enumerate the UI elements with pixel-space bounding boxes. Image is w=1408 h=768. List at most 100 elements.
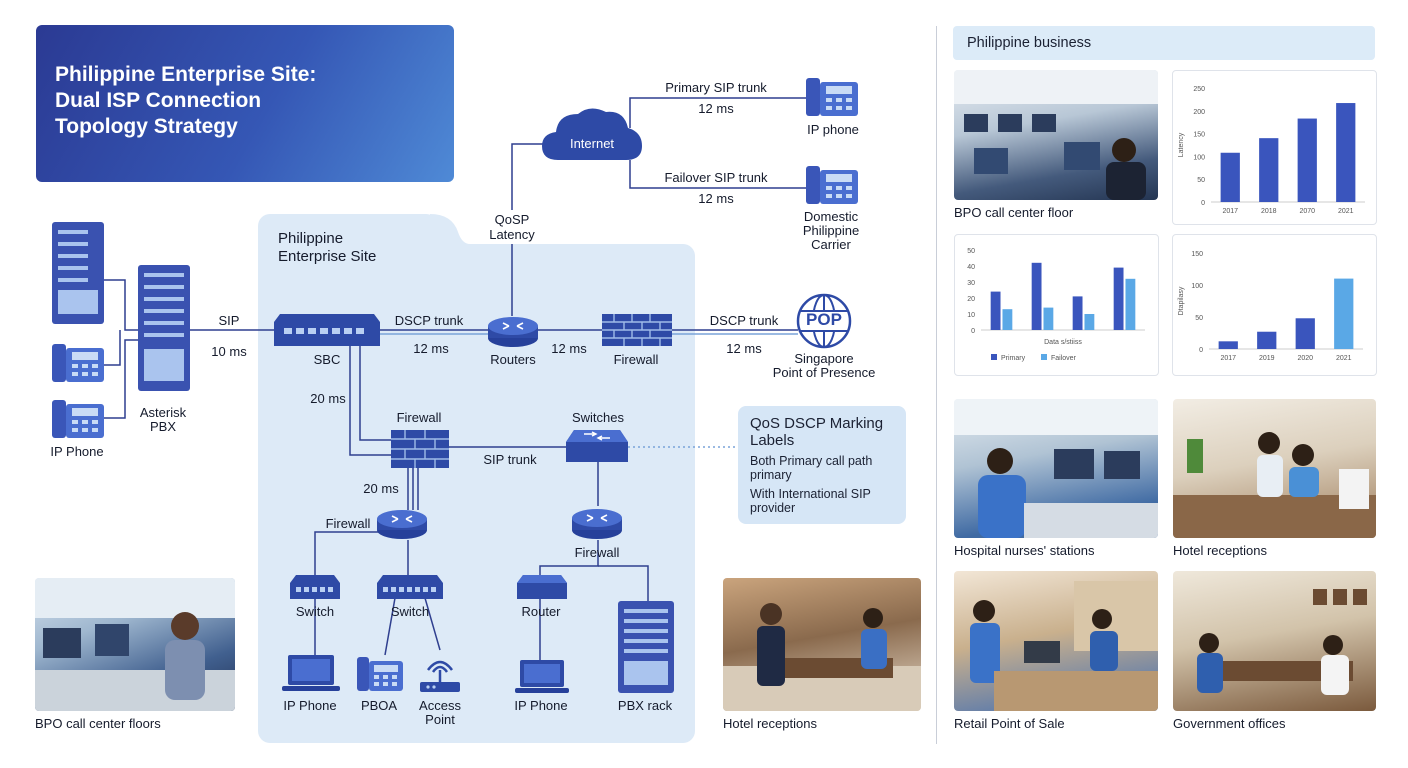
- latency-20ms-a: 20 ms: [310, 391, 346, 406]
- pop-label-line-2: Point of Presence: [772, 365, 876, 380]
- switch-b-label: Switch: [390, 604, 430, 619]
- switch-a-icon: [290, 575, 340, 599]
- chart-bar: [990, 291, 1001, 330]
- internet-cloud-icon: [542, 108, 642, 160]
- sbc-label: SBC: [313, 352, 341, 367]
- access-point-label-line-1: Access: [419, 698, 461, 713]
- y-tick-label: 40: [967, 264, 975, 271]
- x-axis-label: Data s/stiiss: [1044, 339, 1082, 346]
- chart-bar: [1125, 278, 1136, 330]
- y-tick-label: 50: [1197, 177, 1205, 184]
- x-tick-label: 2070: [1299, 208, 1315, 215]
- qos-latency-tag: [486, 210, 540, 244]
- x-tick-label: 2019: [1259, 355, 1275, 362]
- legend-swatch: [1041, 354, 1047, 360]
- carrier-label-line-3: Carrier: [811, 237, 851, 252]
- y-tick-label: 150: [1191, 251, 1203, 258]
- panel-divider: [936, 26, 937, 744]
- pop-icon-text: POP: [806, 310, 842, 329]
- hotel-right-caption: Hotel receptions: [1173, 543, 1267, 558]
- title-line-1: Philippine Enterprise Site:: [55, 63, 317, 86]
- y-tick-label: 250: [1193, 86, 1205, 93]
- pop-label-line-1: Singapore: [794, 351, 854, 366]
- retail-pos-photo: [954, 571, 1158, 711]
- qos-dscp-card: QoS DSCP Marking Labels Both Primary cal…: [738, 406, 906, 524]
- chart-bar: [1257, 331, 1277, 349]
- firewall-right-label: Firewall: [574, 545, 620, 560]
- sip-label: SIP: [218, 313, 240, 328]
- y-tick-label: 0: [1201, 200, 1205, 207]
- x-tick-label: 2017: [1222, 208, 1238, 215]
- left-phone-icon-1: [52, 344, 104, 382]
- y-axis-label: Latency: [1178, 132, 1185, 157]
- chart-bar: [1072, 296, 1083, 330]
- failover-trunk-label: Failover SIP trunk: [664, 170, 768, 185]
- internet-label: Internet: [569, 136, 615, 151]
- x-tick-label: 2020: [1297, 355, 1313, 362]
- pop-dscp-trunk-label: DSCP trunk: [709, 313, 779, 328]
- bpo-floors-caption: BPO call center floors: [35, 716, 161, 731]
- chart-bar: [1259, 138, 1279, 202]
- access-point-icon: [420, 660, 460, 692]
- right-panel-title: Philippine business: [967, 35, 1092, 51]
- pboa-phone-icon: [357, 657, 403, 691]
- qos-latency-line-2: Latency: [489, 227, 535, 242]
- pbx-rack-icon: [618, 601, 674, 693]
- primary-trunk-latency: 12 ms: [698, 101, 734, 116]
- bpo-call-center-caption: BPO call center floor: [954, 205, 1074, 220]
- chart-bar: [1002, 309, 1013, 330]
- ip-phone-a-label: IP Phone: [283, 698, 337, 713]
- core-dscp-latency: 12 ms: [413, 341, 449, 356]
- latency-20ms-b: 20 ms: [363, 481, 399, 496]
- y-tick-label: 200: [1193, 109, 1205, 116]
- bpo-floor-photo: [35, 578, 235, 711]
- switches-icon: [566, 430, 628, 462]
- title-line-2: Dual ISP Connection: [55, 89, 262, 112]
- hotel-reception-photo-right: [1173, 399, 1376, 538]
- router-small-icon: [517, 575, 567, 599]
- router-label: Router: [521, 604, 561, 619]
- hotel-reception-photo: [723, 578, 921, 711]
- switch-b-icon: [377, 575, 443, 599]
- ip-phone-top-label: IP phone: [807, 122, 859, 137]
- qos-card-title: QoS DSCP Marking Labels: [750, 415, 884, 449]
- chart-bar: [1031, 262, 1042, 330]
- qos-card-item-1: Both Primary call path primary: [750, 454, 873, 482]
- right-router-icon: [572, 509, 622, 539]
- lower-router-icon: [377, 510, 427, 539]
- pop-latency: 12 ms: [726, 341, 762, 356]
- legend-swatch: [991, 354, 997, 360]
- routers-icon: [488, 317, 538, 347]
- site-panel-tab-curve: [430, 214, 470, 246]
- government-caption: Government offices: [1173, 716, 1286, 731]
- sip-latency: 10 ms: [211, 344, 247, 359]
- failover-trunk-latency: 12 ms: [698, 191, 734, 206]
- core-dscp-trunk-label: DSCP trunk: [394, 313, 464, 328]
- y-tick-label: 30: [967, 280, 975, 287]
- pbx-rack-label: PBX rack: [617, 698, 673, 713]
- x-tick-label: 2021: [1338, 208, 1354, 215]
- asterisk-pbx-icon: [138, 265, 190, 391]
- switch-a-label: Switch: [295, 604, 335, 619]
- government-office-photo: [1173, 571, 1376, 711]
- right-panel-header: Philippine business: [953, 26, 1375, 60]
- chart-bar: [1334, 278, 1354, 349]
- y-tick-label: 10: [967, 312, 975, 319]
- bpo-call-center-photo: [954, 70, 1158, 200]
- y-tick-label: 0: [971, 328, 975, 335]
- chart-bar: [1218, 341, 1238, 349]
- firewall-mid-label: Firewall: [396, 410, 442, 425]
- chart-bar: [1336, 103, 1356, 202]
- carrier-label-line-1: Domestic: [803, 209, 859, 224]
- pboa-label: PBOA: [360, 698, 398, 713]
- legend-label: Primary: [1001, 355, 1026, 362]
- laptop-b-icon: [515, 660, 569, 693]
- y-axis-label: Dtapilasy: [1178, 286, 1185, 315]
- legend-label: Failover: [1051, 355, 1077, 362]
- y-tick-label: 0: [1199, 347, 1203, 354]
- carrier-label-line-2: Philippine: [802, 223, 860, 238]
